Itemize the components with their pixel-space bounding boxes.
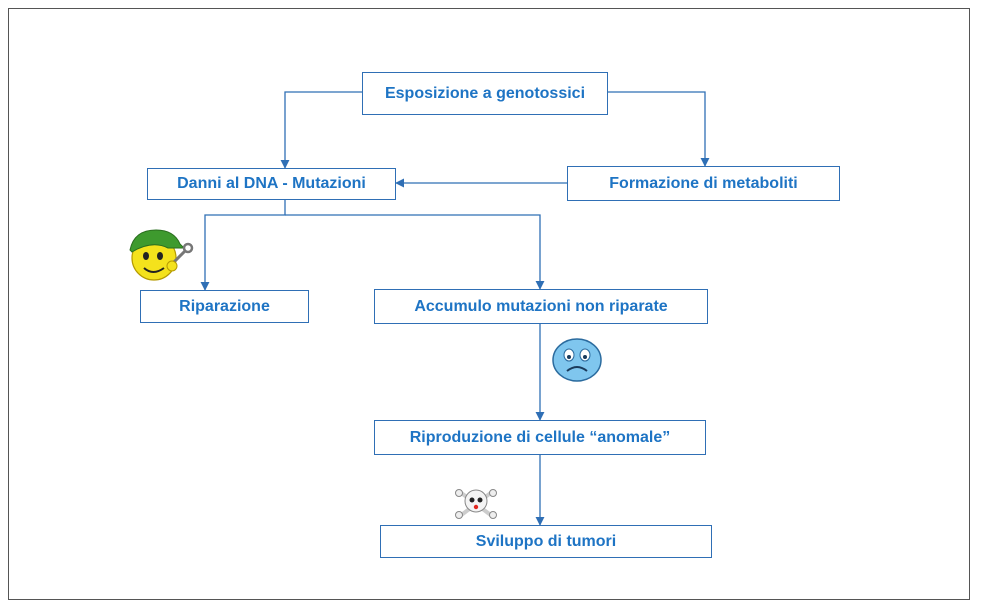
node-accumulo: Accumulo mutazioni non riparate bbox=[374, 289, 708, 324]
node-danni: Danni al DNA - Mutazioni bbox=[147, 168, 396, 200]
sad-face-icon bbox=[552, 338, 602, 382]
node-esposizione: Esposizione a genotossici bbox=[362, 72, 608, 115]
node-formazione: Formazione di metaboliti bbox=[567, 166, 840, 201]
node-riproduzione: Riproduzione di cellule “anomale” bbox=[374, 420, 706, 455]
node-sviluppo: Sviluppo di tumori bbox=[380, 525, 712, 558]
mechanic-smiley-icon bbox=[129, 229, 194, 281]
skull-crossbones-icon bbox=[455, 489, 497, 519]
node-riparazione: Riparazione bbox=[140, 290, 309, 323]
